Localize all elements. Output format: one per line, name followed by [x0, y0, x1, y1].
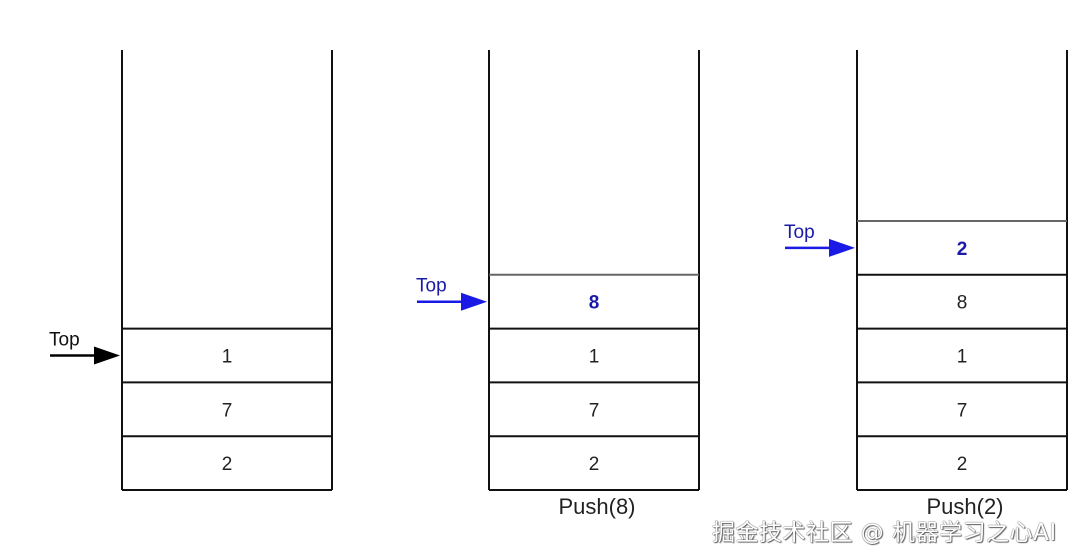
top-label: Top: [416, 276, 447, 297]
stack-cell-value: 2: [222, 454, 233, 475]
stack-cell-value: 8: [589, 293, 600, 314]
stack-cell-value: 1: [222, 347, 233, 368]
stack-cell-value: 2: [957, 239, 968, 260]
top-label: Top: [49, 330, 80, 351]
arrow-head-icon: [461, 292, 487, 311]
watermark: 掘金技术社区 @ 机器学习之心AI: [712, 520, 1057, 546]
operation-caption: Push(8): [558, 494, 635, 519]
stack-cell-value: 8: [957, 293, 968, 314]
top-pointer: Top: [784, 222, 855, 257]
stack-cell-value: 1: [957, 347, 968, 368]
stack-cell-value: 7: [589, 400, 600, 421]
stack-cell-value: 2: [957, 454, 968, 475]
top-pointer: Top: [49, 330, 120, 365]
stack-cell-value: 2: [589, 454, 600, 475]
operation-caption: Push(2): [926, 494, 1003, 519]
stack-1: 1 7 2 Top: [49, 50, 333, 491]
arrow-head-icon: [829, 238, 855, 257]
stack-cell-value: 7: [957, 400, 968, 421]
stack-cell-value: 7: [222, 400, 233, 421]
top-pointer: Top: [416, 276, 487, 311]
stack-cell-value: 1: [589, 347, 600, 368]
top-label: Top: [784, 222, 815, 243]
arrow-head-icon: [94, 346, 120, 365]
